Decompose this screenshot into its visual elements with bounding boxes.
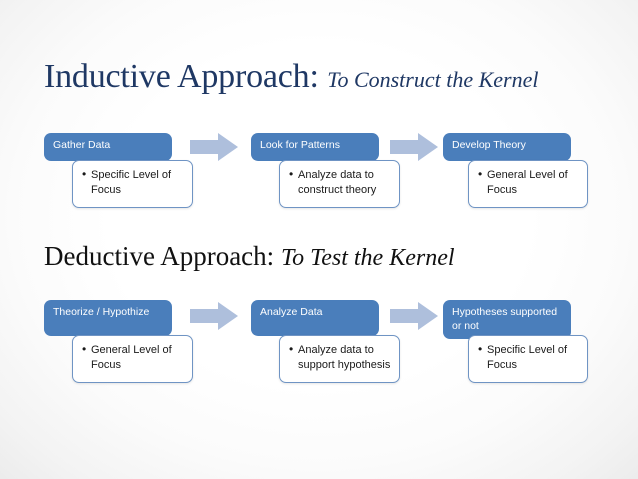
page-title-inductive: Inductive Approach: To Construct the Ker…: [44, 58, 604, 96]
right-arrow-icon: [390, 302, 438, 330]
stage-body: Specific Level of Focus: [468, 335, 588, 383]
stage-bullet-list: Analyze data to construct theory: [289, 167, 393, 197]
stage-bullet-list: Analyze data to support hypothesis: [289, 342, 393, 372]
right-arrow-icon: [190, 133, 238, 161]
stage-bullet-item: Specific Level of Focus: [478, 342, 581, 372]
stage-bullet-list: Specific Level of Focus: [478, 342, 581, 372]
stage-bullet-item: Analyze data to construct theory: [289, 167, 393, 197]
stage-body: General Level of Focus: [72, 335, 193, 383]
stage-header-label: Hypotheses supported or not: [443, 300, 571, 340]
stage-header-label: Look for Patterns: [251, 133, 379, 161]
stage-body: Specific Level of Focus: [72, 160, 193, 208]
stage-bullet-list: General Level of Focus: [82, 342, 186, 372]
stage-header-label: Theorize / Hypothize: [44, 300, 172, 336]
page-title-deductive-subtitle: To Test the Kernel: [280, 245, 455, 271]
stage-body: Analyze data to support hypothesis: [279, 335, 400, 383]
stage-body: Analyze data to construct theory: [279, 160, 400, 208]
page-title-deductive-main: Deductive Approach:: [44, 241, 275, 271]
page-title-deductive: Deductive Approach: To Test the Kernel: [44, 241, 604, 272]
stage-bullet-item: General Level of Focus: [82, 342, 186, 372]
right-arrow-icon: [390, 133, 438, 161]
stage-header-label: Analyze Data: [251, 300, 379, 336]
stage-bullet-list: Specific Level of Focus: [82, 167, 186, 197]
stage-bullet-item: Analyze data to support hypothesis: [289, 342, 393, 372]
process-row-inductive: Gather Data Specific Level of Focus Look…: [0, 130, 638, 220]
stage-header-label: Develop Theory: [443, 133, 571, 161]
stage-bullet-list: General Level of Focus: [478, 167, 581, 197]
process-row-deductive: Theorize / Hypothize General Level of Fo…: [0, 297, 638, 392]
stage-bullet-item: Specific Level of Focus: [82, 167, 186, 197]
stage-bullet-item: General Level of Focus: [478, 167, 581, 197]
stage-header-label: Gather Data: [44, 133, 172, 161]
page-title-inductive-main: Inductive Approach:: [44, 58, 319, 95]
stage-body: General Level of Focus: [468, 160, 588, 208]
right-arrow-icon: [190, 302, 238, 330]
page-title-inductive-subtitle: To Construct the Kernel: [327, 67, 539, 92]
